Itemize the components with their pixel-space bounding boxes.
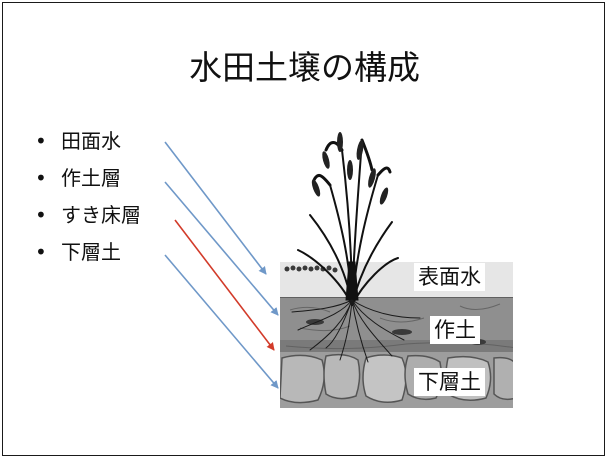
bullet-label: 田面水	[61, 129, 121, 153]
bullet-item-plow-layer: •作土層	[35, 166, 121, 190]
label-topsoil: 作土	[430, 316, 480, 344]
arrow-to-water	[164, 141, 267, 275]
bullet-list: •田面水 •作土層 •すき床層 •下層土	[35, 127, 141, 275]
arrow-to-plow-pan	[174, 219, 275, 351]
bullet-label: 作土層	[61, 166, 121, 190]
arrow-to-subsoil	[164, 254, 279, 389]
layer-arrows	[164, 141, 279, 389]
label-subsoil: 下層土	[414, 368, 485, 396]
label-surface-water: 表面水	[414, 263, 485, 291]
bullet-label: すき床層	[61, 203, 141, 227]
bullet-item-plow-pan: •すき床層	[35, 203, 141, 227]
rice-plant-icon	[291, 132, 421, 363]
duckweed-icon	[284, 265, 338, 273]
slide-title: 水田土壌の構成	[189, 48, 420, 87]
bullet-label: 下層土	[61, 240, 121, 264]
bullet-item-subsoil: •下層土	[35, 240, 121, 264]
bullet-item-paddy-water: •田面水	[35, 129, 121, 153]
arrow-to-topsoil	[164, 181, 279, 316]
